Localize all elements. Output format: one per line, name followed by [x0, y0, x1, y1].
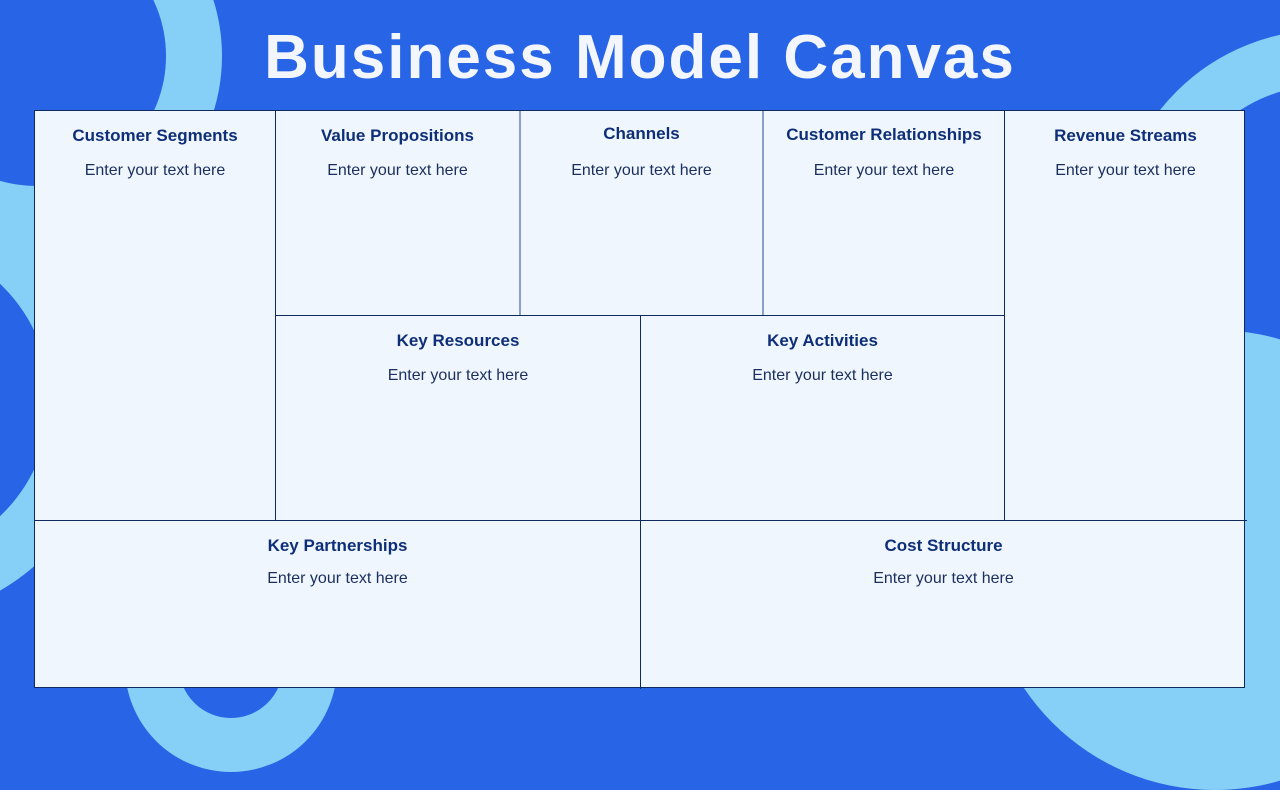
section-value-propositions[interactable]: Value Propositions Enter your text here	[276, 111, 519, 315]
section-title: Key Activities	[767, 331, 878, 350]
divider	[519, 111, 521, 315]
section-body-text[interactable]: Enter your text here	[327, 162, 468, 179]
section-body-text[interactable]: Enter your text here	[813, 162, 955, 179]
section-body-text[interactable]: Enter your text here	[84, 162, 226, 179]
section-key-partnerships[interactable]: Key Partnerships Enter your text here	[35, 521, 640, 688]
section-title: Key Partnerships	[267, 536, 408, 555]
section-cost-structure[interactable]: Cost Structure Enter your text here	[641, 521, 1246, 688]
section-revenue-streams[interactable]: Revenue Streams Enter your text here	[1005, 111, 1246, 520]
divider	[640, 315, 641, 689]
section-body-text[interactable]: Enter your text here	[1055, 162, 1196, 179]
section-body-text[interactable]: Enter your text here	[571, 162, 712, 179]
section-key-resources[interactable]: Key Resources Enter your text here	[276, 316, 640, 520]
divider	[762, 111, 764, 315]
divider	[35, 520, 1247, 521]
section-body-text[interactable]: Enter your text here	[387, 367, 529, 384]
page-title: Business Model Canvas	[264, 23, 1016, 92]
section-title: Revenue Streams	[1054, 126, 1197, 145]
section-title: Customer Segments	[72, 126, 238, 145]
section-title: Key Resources	[396, 331, 520, 350]
section-body-text[interactable]: Enter your text here	[873, 570, 1014, 587]
section-key-activities[interactable]: Key Activities Enter your text here	[641, 316, 1004, 520]
section-title: Value Propositions	[320, 126, 475, 145]
business-model-canvas: Customer Segments Enter your text here V…	[34, 110, 1247, 689]
section-channels[interactable]: Channels Enter your text here	[521, 111, 762, 315]
section-body-text[interactable]: Enter your text here	[752, 367, 893, 384]
section-body-text[interactable]: Enter your text here	[267, 570, 408, 587]
section-title: Channels	[603, 124, 680, 143]
section-title: Cost Structure	[884, 536, 1003, 555]
section-title: Customer Relationships	[786, 125, 982, 144]
section-customer-segments[interactable]: Customer Segments Enter your text here	[35, 111, 275, 520]
section-customer-relationships[interactable]: Customer Relationships Enter your text h…	[764, 111, 1004, 315]
